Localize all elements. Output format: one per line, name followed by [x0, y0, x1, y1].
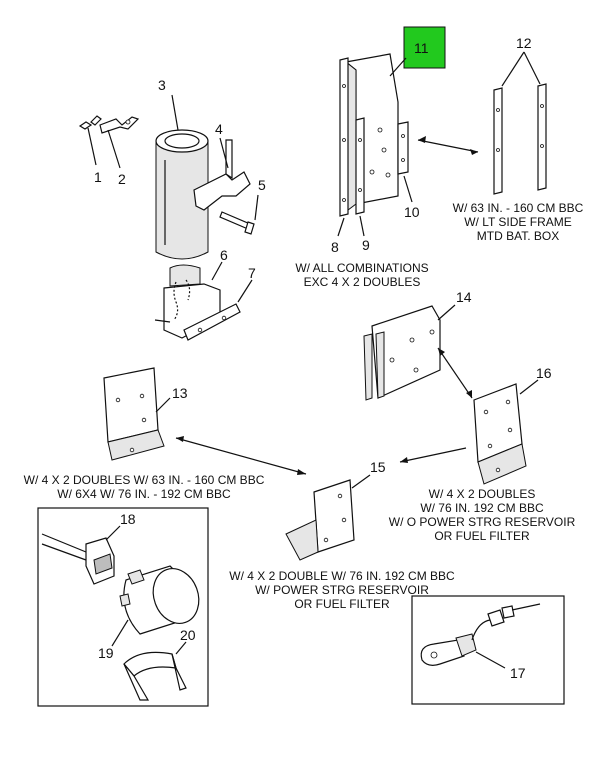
caption-line: W/ 63 IN. - 160 CM BBC — [453, 201, 584, 215]
caption-line: W/ 4 X 2 DOUBLES — [429, 487, 536, 501]
callout-13[interactable]: 13 — [172, 385, 188, 401]
callout-5[interactable]: 5 — [258, 177, 266, 193]
part-7-strap-plate[interactable] — [183, 279, 253, 341]
caption-line: OR FUEL FILTER — [294, 597, 390, 611]
caption-line: W/ 6X4 W/ 76 IN. - 192 CM BBC — [57, 487, 231, 501]
arrow-13-15 — [175, 437, 307, 475]
callout-7[interactable]: 7 — [248, 265, 256, 281]
part-13-l-bracket[interactable] — [103, 367, 171, 461]
part-18-connector[interactable] — [41, 525, 121, 585]
caption-lt-side-frame: W/ 63 IN. - 160 CM BBC W/ LT SIDE FRAME … — [453, 201, 584, 243]
callout-12[interactable]: 12 — [516, 35, 532, 51]
callout-18[interactable]: 18 — [120, 511, 136, 527]
part-1-wing-bolt[interactable] — [78, 115, 102, 166]
caption-line: W/ LT SIDE FRAME — [464, 215, 572, 229]
part-4-bracket[interactable] — [193, 137, 251, 211]
caption-doubles-76-no-reservoir: W/ 4 X 2 DOUBLES W/ 76 IN. 192 CM BBC W/… — [389, 487, 576, 543]
part-2-clamp-strap[interactable] — [99, 116, 140, 169]
caption-line: OR FUEL FILTER — [434, 529, 530, 543]
caption-all-combinations: W/ ALL COMBINATIONS EXC 4 X 2 DOUBLES — [295, 261, 428, 289]
highlight-box-11[interactable] — [403, 26, 446, 69]
part-16-l-bracket[interactable] — [473, 379, 539, 485]
caption-line: W/ POWER STRG RESERVOIR — [255, 583, 429, 597]
caption-line: W/ ALL COMBINATIONS — [295, 261, 428, 275]
callout-16[interactable]: 16 — [536, 365, 552, 381]
inset-box-ground-lug — [411, 595, 565, 705]
caption-doubles-63: W/ 4 X 2 DOUBLES W/ 63 IN. - 160 CM BBC … — [24, 473, 265, 501]
callout-1[interactable]: 1 — [94, 169, 102, 185]
callout-20[interactable]: 20 — [180, 627, 196, 643]
caption-line: W/ 76 IN. 192 CM BBC — [420, 501, 544, 515]
arrow-head — [400, 457, 408, 463]
arrow-15-16 — [399, 447, 467, 463]
part-17-ground-lug[interactable] — [420, 603, 541, 669]
callout-8[interactable]: 8 — [331, 239, 339, 255]
callout-19[interactable]: 19 — [98, 645, 114, 661]
callout-2[interactable]: 2 — [118, 171, 126, 187]
caption-line: MTD BAT. BOX — [477, 229, 559, 243]
callout-4[interactable]: 4 — [215, 121, 223, 137]
caption-double-76-reservoir: W/ 4 X 2 DOUBLE W/ 76 IN. 192 CM BBC W/ … — [229, 569, 455, 611]
callout-15[interactable]: 15 — [370, 459, 386, 475]
caption-line: W/ O POWER STRG RESERVOIR — [389, 515, 576, 529]
arrow-head — [438, 348, 445, 356]
part-8-long-rail[interactable] — [337, 57, 349, 237]
arrow-head — [297, 469, 306, 475]
part-9-short-rail[interactable] — [355, 117, 365, 237]
callout-14[interactable]: 14 — [456, 289, 472, 305]
arrow-head — [466, 390, 472, 398]
callout-11[interactable]: 11 — [414, 40, 429, 56]
part-14-bracket[interactable] — [363, 304, 456, 401]
part-15-small-bracket[interactable] — [285, 474, 371, 561]
part-3-canister[interactable] — [155, 94, 209, 260]
part-5-bolt[interactable] — [219, 194, 259, 235]
part-19-sensor-body[interactable] — [111, 562, 206, 647]
part-10-plate[interactable] — [397, 121, 413, 203]
callout-6[interactable]: 6 — [220, 247, 228, 263]
part-20-clamp[interactable] — [123, 641, 187, 701]
callout-9[interactable]: 9 — [362, 237, 370, 253]
part-12-rails[interactable] — [493, 51, 547, 195]
arrow-head — [470, 149, 478, 155]
arrow-11-12 — [417, 139, 479, 153]
callout-3[interactable]: 3 — [158, 77, 166, 93]
part-11-main-bracket[interactable] — [344, 53, 407, 211]
caption-line: W/ 4 X 2 DOUBLE W/ 76 IN. 192 CM BBC — [229, 569, 455, 583]
callout-10[interactable]: 10 — [404, 204, 420, 220]
caption-line: EXC 4 X 2 DOUBLES — [304, 275, 421, 289]
arrow-head — [418, 136, 426, 143]
arrow-head — [176, 436, 184, 442]
arrow-14-16 — [437, 347, 473, 399]
callout-17[interactable]: 17 — [510, 665, 526, 681]
inset-box-sensor — [37, 507, 209, 707]
caption-line: W/ 4 X 2 DOUBLES W/ 63 IN. - 160 CM BBC — [24, 473, 265, 487]
